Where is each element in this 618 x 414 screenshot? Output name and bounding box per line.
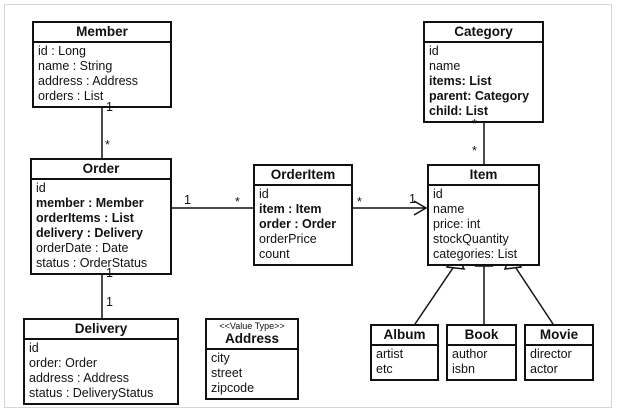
attribute: orderPrice	[259, 232, 317, 246]
attribute: delivery : Delivery	[36, 226, 144, 240]
attribute: categories: List	[433, 247, 518, 261]
attribute: orders : List	[38, 89, 104, 103]
attribute: order : Order	[259, 217, 337, 231]
attribute: orderDate : Date	[36, 241, 129, 255]
attribute: name	[429, 59, 461, 73]
multiplicity-orderitem-item-item-end: 1	[409, 192, 416, 206]
class-item-name: Item	[429, 166, 538, 186]
multiplicity-order-orderitem-orderitem-end: *	[235, 195, 240, 209]
attribute: address : Address	[29, 371, 130, 385]
attribute: status : OrderStatus	[36, 256, 148, 270]
attribute: city	[211, 351, 230, 365]
attribute: child: List	[429, 104, 489, 118]
attribute: artist	[376, 347, 404, 361]
attribute: items: List	[429, 74, 492, 88]
attribute: member : Member	[36, 196, 144, 210]
class-delivery-name: Delivery	[25, 320, 177, 340]
attribute: actor	[530, 362, 558, 376]
attribute: price: int	[433, 217, 481, 231]
multiplicity-order-delivery-order-end: 1	[106, 266, 113, 280]
attribute: id	[433, 187, 443, 201]
attribute: status : DeliveryStatus	[29, 386, 154, 400]
attribute: id	[429, 44, 439, 58]
attribute: name	[433, 202, 465, 216]
class-address-title: Address	[224, 331, 280, 346]
attribute: isbn	[452, 362, 475, 376]
generalization-album-item	[414, 264, 456, 325]
attribute: street	[211, 366, 243, 380]
attribute: id	[36, 181, 46, 195]
attribute: id	[259, 187, 269, 201]
class-address-name: <<Value Type>> Address	[207, 320, 297, 350]
multiplicity-order-orderitem-order-end: 1	[184, 193, 191, 207]
attribute: etc	[376, 362, 393, 376]
class-movie-name: Movie	[526, 326, 592, 346]
multiplicity-member-order-order-end: *	[105, 138, 110, 152]
multiplicity-category-item-item-end: *	[472, 144, 477, 158]
attribute: zipcode	[211, 381, 255, 395]
multiplicity-member-order-member-end: 1	[106, 100, 113, 114]
class-album-name: Album	[372, 326, 437, 346]
attribute: order: Order	[29, 356, 98, 370]
attribute: id : Long	[38, 44, 86, 58]
attribute: count	[259, 247, 290, 261]
generalization-movie-item	[513, 264, 554, 325]
attribute: parent: Category	[429, 89, 530, 103]
attribute: author	[452, 347, 488, 361]
attribute: stockQuantity	[433, 232, 509, 246]
class-member-name: Member	[34, 23, 170, 43]
attribute: id	[29, 341, 39, 355]
attribute: name : String	[38, 59, 113, 73]
class-address-stereotype: <<Value Type>>	[219, 321, 285, 331]
attribute: address : Address	[38, 74, 139, 88]
navigation-arrowhead	[413, 200, 428, 216]
attribute: orderItems : List	[36, 211, 134, 225]
multiplicity-orderitem-item-orderitem-end: *	[357, 195, 362, 209]
multiplicity-order-delivery-delivery-end: 1	[106, 295, 113, 309]
class-book-name: Book	[448, 326, 515, 346]
class-order-name: Order	[32, 160, 170, 180]
class-category-name: Category	[425, 23, 542, 43]
attribute: director	[530, 347, 572, 361]
class-orderitem-name: OrderItem	[255, 166, 351, 186]
attribute: item : Item	[259, 202, 322, 216]
multiplicity-category-item-category-end: *	[472, 117, 477, 131]
